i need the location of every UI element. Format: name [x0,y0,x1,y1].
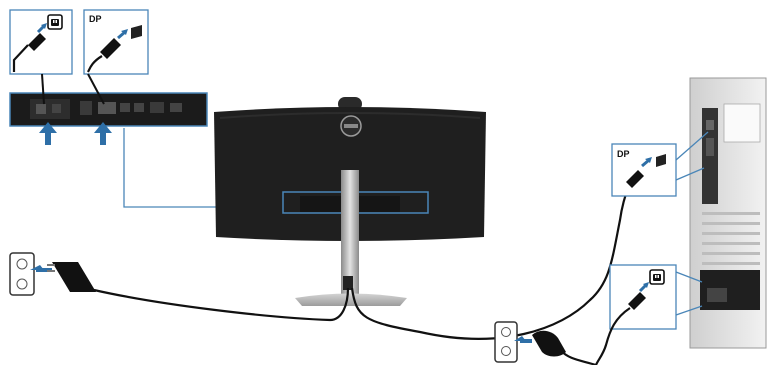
dell-logo-icon [341,116,361,136]
pc-tower [690,78,766,348]
dp-label-pc: DP [617,149,630,159]
power-plug-icon-pc [514,331,596,365]
callout-power-monitor [10,10,72,74]
wall-outlet-icon-pc [495,322,517,362]
wall-outlet-icon [10,253,34,295]
callout-dp-monitor: DP [84,10,148,74]
dp-label-top: DP [89,14,102,24]
power-plug-icon [30,262,96,292]
monitor-port-strip [10,74,207,126]
callout-power-pc [610,265,702,329]
